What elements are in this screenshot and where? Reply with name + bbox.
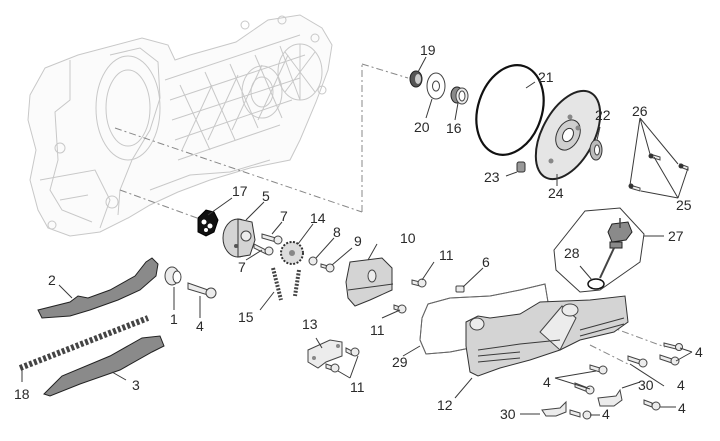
label-9: 9 [354, 233, 362, 249]
label-7-bottom: 7 [238, 259, 246, 275]
label-1: 1 [170, 311, 178, 327]
part-27-dipstick-enclosure [553, 207, 645, 293]
crankcase-ghost [27, 14, 333, 237]
label-16: 16 [446, 120, 462, 136]
label-24: 24 [548, 185, 564, 201]
label-28: 28 [564, 245, 580, 261]
label-29: 29 [392, 354, 408, 370]
label-30-left: 30 [500, 406, 516, 422]
part-5-oil-pump [222, 218, 256, 258]
label-26: 26 [632, 103, 648, 119]
label-4-lower-right: 4 [678, 400, 686, 416]
label-8: 8 [333, 224, 341, 240]
part-25-26-screws [628, 153, 689, 192]
part-6-drain-plug [455, 285, 465, 293]
label-4-left: 4 [196, 318, 204, 334]
label-13: 13 [302, 316, 318, 332]
label-14: 14 [310, 210, 326, 226]
part-24-cover-plate [534, 89, 602, 181]
label-4-mid: 4 [543, 374, 551, 390]
part-10-pump-cover [345, 257, 394, 307]
leader-lines [21, 56, 693, 416]
label-30-right: 30 [638, 377, 654, 393]
part-9-screw [320, 263, 335, 273]
part-19-oil-seal [409, 70, 423, 88]
part-labels: 17 5 7 7 14 8 9 10 15 2 1 4 18 3 13 11 1… [14, 42, 703, 422]
label-10: 10 [400, 230, 416, 246]
label-15: 15 [238, 309, 254, 325]
label-12: 12 [437, 397, 453, 413]
part-22-oil-seal [589, 139, 603, 161]
part-3-tensioner-slider [43, 335, 165, 397]
part-11-screws-lower [325, 347, 360, 373]
label-27: 27 [668, 228, 684, 244]
part-1-bushing [164, 266, 182, 286]
part-15-chain [271, 267, 301, 301]
part-8-washer [308, 256, 318, 266]
part-4-bolts-right [569, 342, 683, 420]
label-6: 6 [482, 254, 490, 270]
part-18-timing-chain [18, 315, 150, 371]
label-5: 5 [262, 188, 270, 204]
label-3: 3 [132, 377, 140, 393]
part-14-sprocket [280, 241, 304, 265]
part-7-screws [253, 233, 283, 256]
label-20: 20 [414, 119, 430, 135]
part-17-gasket [197, 209, 219, 237]
label-11-upper: 11 [439, 247, 454, 263]
label-23: 23 [484, 169, 500, 185]
label-19: 19 [420, 42, 436, 58]
label-22: 22 [595, 107, 611, 123]
part-11-screws-upper [393, 278, 427, 314]
part-16-bushing [450, 86, 469, 105]
part-21-o-ring [475, 64, 545, 156]
label-25: 25 [676, 197, 692, 213]
label-4-top-right: 4 [695, 344, 703, 360]
part-30-clips [541, 388, 623, 417]
label-2: 2 [48, 272, 56, 288]
label-7-top: 7 [280, 208, 288, 224]
part-12-oil-sump [465, 295, 629, 377]
label-18: 18 [14, 386, 30, 402]
part-13-bracket [307, 339, 343, 369]
label-4-lower: 4 [602, 406, 610, 422]
part-4-bolt-left [187, 282, 217, 299]
label-11-mid: 11 [370, 322, 385, 338]
label-21: 21 [538, 69, 554, 85]
part-23-dowel [516, 161, 526, 173]
part-20-washer [426, 72, 446, 100]
label-4-mid-right: 4 [677, 377, 685, 393]
part-2-chain-guide [37, 257, 159, 319]
label-11-lower: 11 [350, 379, 365, 395]
label-17: 17 [232, 183, 248, 199]
